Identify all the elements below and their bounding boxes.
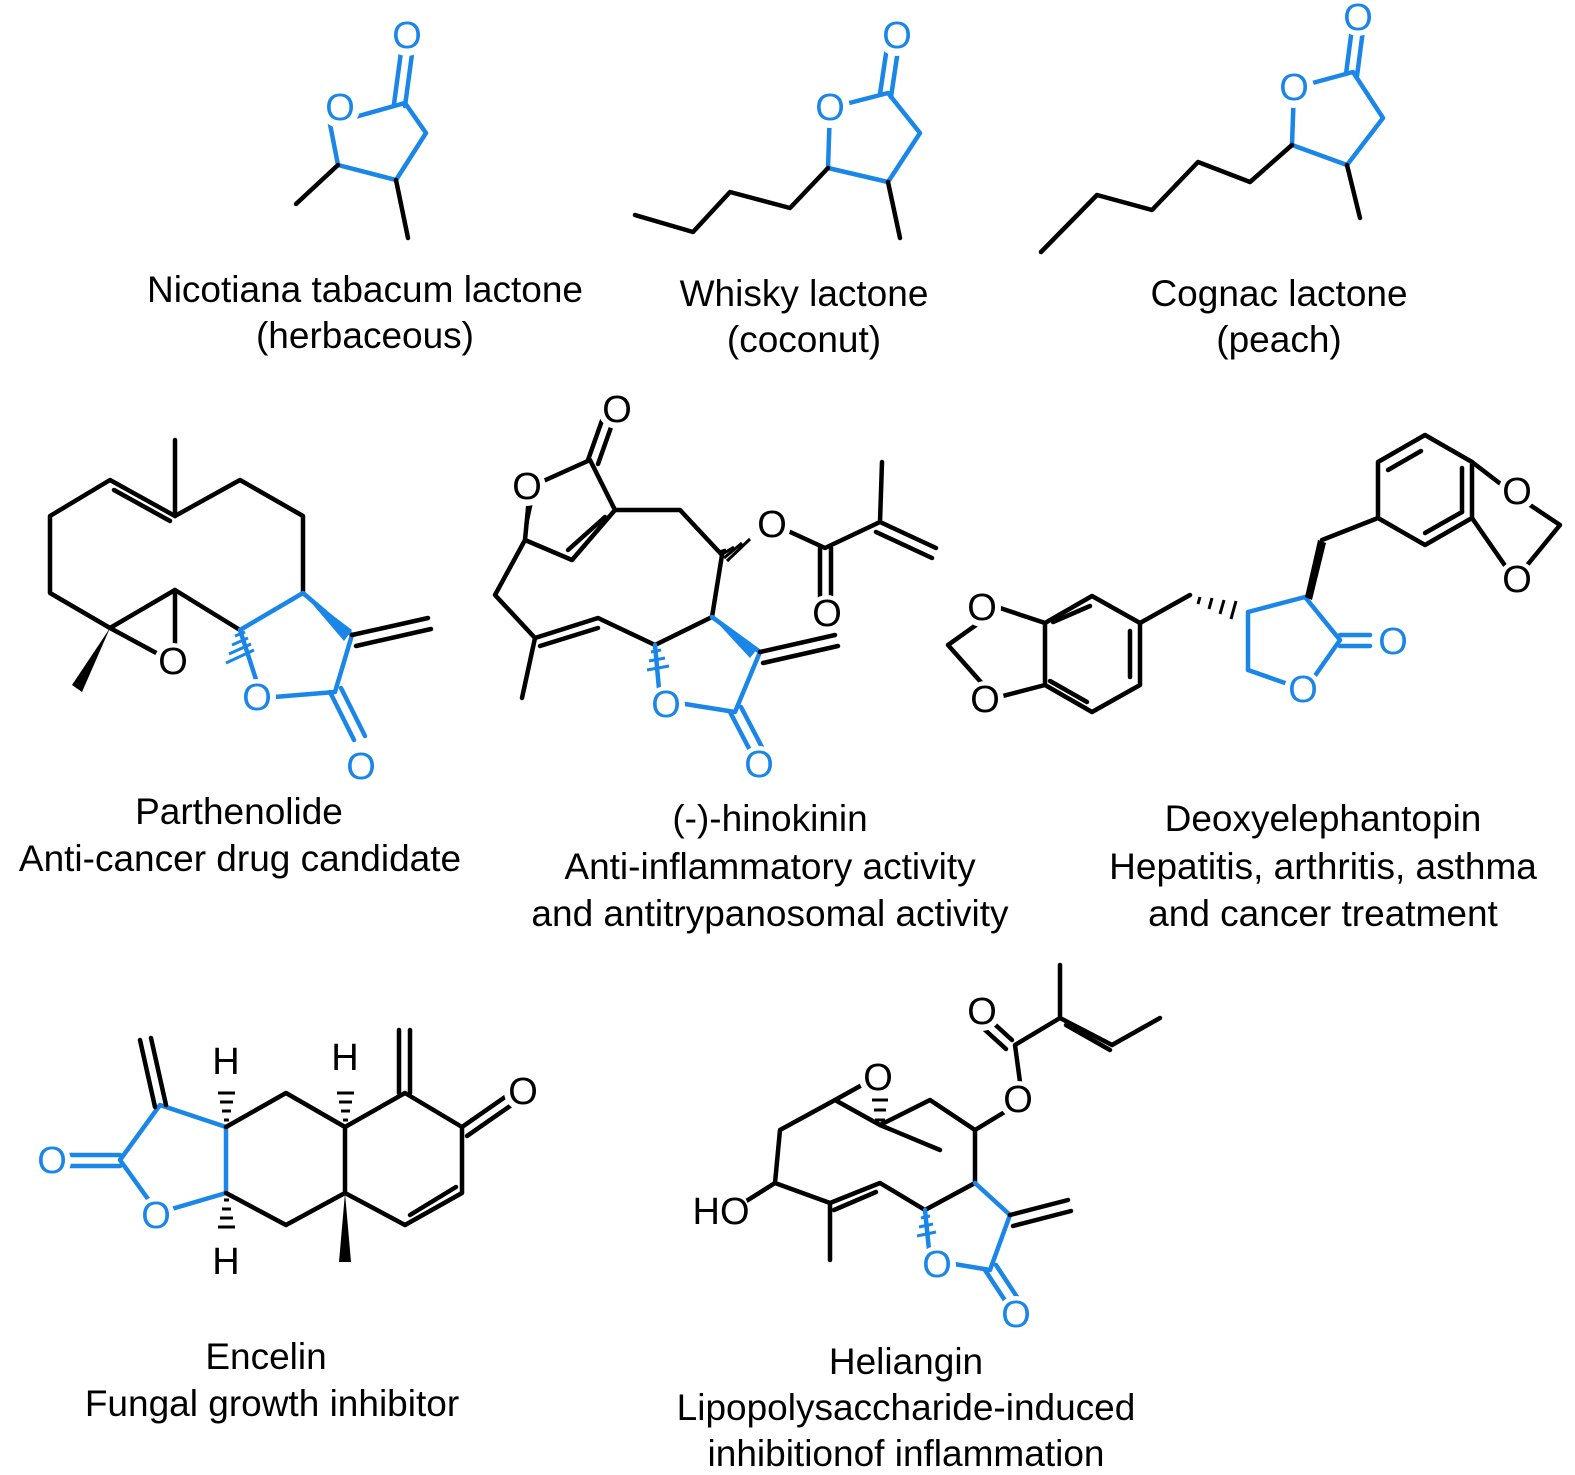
oxygen-atom: O bbox=[1502, 559, 1532, 601]
structure-nicotiana-tabacum-lactone: O O bbox=[293, 15, 429, 241]
hydrogen-atom: H bbox=[212, 1241, 239, 1283]
compound-name: Whisky lactone bbox=[680, 273, 929, 314]
oxygen-atom: O bbox=[512, 466, 542, 508]
compound-note: and antitrypanosomal activity bbox=[531, 893, 1009, 934]
compound-note: Lipopolysaccharide-induced bbox=[677, 1387, 1136, 1428]
oxygen-atom: O bbox=[1279, 67, 1309, 109]
oxygen-atom: O bbox=[37, 1140, 67, 1182]
structure-heliangin: O O O HO O O bbox=[693, 962, 1163, 1336]
oxygen-atom: O bbox=[882, 15, 912, 57]
oxygen-atom: O bbox=[812, 593, 842, 635]
oxygen-atom: O bbox=[346, 746, 376, 788]
compound-note: and cancer treatment bbox=[1148, 893, 1498, 934]
compound-name: Nicotiana tabacum lactone bbox=[147, 269, 583, 310]
oxygen-atom: O bbox=[922, 1244, 952, 1286]
compound-name: Encelin bbox=[205, 1336, 326, 1377]
compound-note: (coconut) bbox=[727, 319, 881, 360]
oxygen-atom: O bbox=[158, 641, 188, 683]
oxygen-atom: O bbox=[757, 504, 787, 546]
compound-name: (-)-hinokinin bbox=[672, 798, 867, 839]
structure-parthenolide: O O O bbox=[47, 437, 434, 788]
oxygen-atom: O bbox=[863, 1057, 893, 1099]
compound-name: Deoxyelephantopin bbox=[1165, 798, 1482, 839]
oxygen-atom: O bbox=[242, 677, 272, 719]
oxygen-atom: O bbox=[325, 87, 355, 129]
oxygen-atom: O bbox=[1378, 621, 1408, 663]
hydroxyl-group: HO bbox=[693, 1191, 750, 1233]
hydrogen-atom: H bbox=[212, 1041, 239, 1083]
compound-note: Fungal growth inhibitor bbox=[85, 1383, 459, 1424]
compound-note: Anti-cancer drug candidate bbox=[19, 838, 461, 879]
structure-encelin: H H H O O O bbox=[33, 1027, 542, 1283]
oxygen-atom: O bbox=[744, 744, 774, 786]
compound-note: inhibitionof inflammation bbox=[708, 1433, 1105, 1474]
oxygen-atom: O bbox=[1003, 1079, 1033, 1121]
compound-note: (herbaceous) bbox=[256, 315, 474, 356]
oxygen-atom: O bbox=[967, 991, 997, 1033]
oxygen-atom: O bbox=[815, 87, 845, 129]
oxygen-atom: O bbox=[602, 389, 632, 431]
oxygen-atom: O bbox=[970, 679, 1000, 721]
oxygen-atom: O bbox=[967, 587, 997, 629]
structure-whisky-lactone: O O bbox=[632, 15, 923, 241]
compound-note: Anti-inflammatory activity bbox=[564, 846, 976, 887]
oxygen-atom: O bbox=[651, 684, 681, 726]
oxygen-atom: O bbox=[1001, 1294, 1031, 1336]
compound-name: Parthenolide bbox=[135, 791, 343, 832]
compound-note: Hepatitis, arthritis, asthma bbox=[1109, 846, 1537, 887]
oxygen-atom: O bbox=[1343, 0, 1373, 39]
compound-name: Heliangin bbox=[829, 1341, 983, 1382]
hydrogen-atom: H bbox=[331, 1037, 358, 1079]
structure-deoxyelephantopin: O O O O O O bbox=[945, 432, 1563, 721]
compound-note: (peach) bbox=[1216, 319, 1341, 360]
structure-hinokinin: O O O O O O bbox=[492, 389, 939, 786]
oxygen-atom: O bbox=[1288, 669, 1318, 711]
oxygen-atom: O bbox=[1502, 471, 1532, 513]
compound-name: Cognac lactone bbox=[1150, 273, 1407, 314]
oxygen-atom: O bbox=[508, 1071, 538, 1113]
oxygen-atom: O bbox=[392, 15, 422, 57]
structure-cognac-lactone: O O bbox=[1038, 0, 1386, 255]
oxygen-atom: O bbox=[141, 1195, 171, 1237]
